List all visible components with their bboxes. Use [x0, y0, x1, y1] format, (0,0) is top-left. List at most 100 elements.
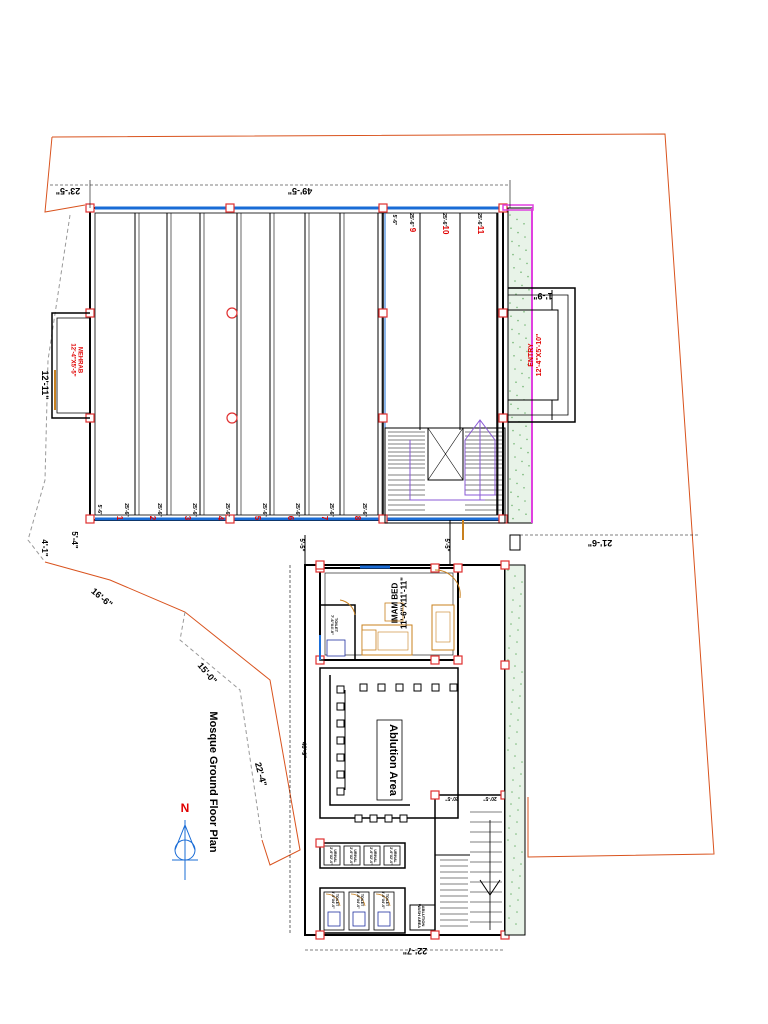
grass-dot — [509, 815, 511, 817]
urinal-label: URINAL2'-6"X2'-0" — [349, 847, 357, 865]
urinal-stall — [343, 845, 361, 866]
grass-dot — [516, 911, 518, 913]
door-swing — [339, 599, 356, 616]
grass-dot — [519, 875, 521, 877]
ablution-tap — [336, 770, 345, 779]
bay-number: 1 — [115, 516, 124, 521]
room-label-mehrab: MEHRAB12'-4"X5'-5" — [70, 343, 83, 376]
ablution-tap — [336, 753, 345, 762]
dimension-label: 22'-7" — [403, 946, 427, 956]
grass-dot — [516, 641, 518, 643]
grass-dot — [517, 319, 519, 322]
grass-dot — [515, 381, 517, 384]
column-marker — [378, 308, 388, 318]
grass-dot — [516, 218, 518, 221]
grass-dot — [514, 755, 516, 757]
room-label-entry: ENTRY12'-4"X5'-10" — [528, 334, 543, 377]
grass-dot — [518, 333, 520, 335]
grass-dot — [511, 504, 513, 507]
ablution-label-box — [376, 719, 403, 801]
grass-dot — [520, 359, 522, 362]
ablution-tap — [413, 683, 422, 692]
grass-dot — [514, 845, 516, 847]
grass-dot — [513, 587, 515, 589]
grass-dot — [516, 306, 518, 309]
grass-dot — [526, 438, 528, 441]
grass-dot — [514, 368, 516, 370]
grass-dot — [518, 245, 520, 247]
toilet-label: TOILET3'-0"X4'-0" — [356, 891, 364, 909]
grass-dot — [512, 253, 514, 256]
bay-spacing-label: 5'-6" — [96, 505, 102, 516]
grass-dot — [520, 271, 522, 274]
grass-dot — [512, 429, 514, 432]
dimension-label: 5'-5" — [298, 539, 304, 552]
column-marker — [85, 514, 95, 524]
stair-block — [384, 427, 506, 524]
prayer-hall-inner-wall — [94, 212, 499, 516]
grass-dot — [511, 416, 513, 419]
grass-dot — [518, 797, 520, 799]
grass-dot — [510, 403, 512, 406]
grass-dot — [512, 779, 514, 781]
grass-dot — [521, 284, 523, 287]
grass-dot — [520, 447, 522, 450]
grass-dot — [517, 629, 519, 631]
site-boundary — [44, 561, 301, 866]
grass-dot — [522, 385, 524, 388]
grass-dot — [516, 821, 518, 823]
dimension-label: 5'-4" — [70, 531, 79, 548]
toilet-label: TOILET3'-0"X4'-0" — [331, 891, 339, 909]
dimension-label: 12'-11" — [40, 371, 50, 400]
dimension-label: 4'-1" — [40, 539, 49, 556]
column-marker — [315, 560, 325, 570]
grass-dot — [519, 258, 521, 260]
bay-spacing-label: 25'-6" — [294, 503, 300, 517]
grass-dot — [508, 827, 510, 829]
grass-dot — [521, 761, 523, 763]
dimension-label: 46'-9" — [300, 742, 306, 758]
grass-dot — [510, 227, 512, 229]
grass-dot — [508, 737, 510, 739]
bay-number: 4 — [216, 516, 225, 521]
door-swing — [350, 893, 366, 907]
bay-number: 3 — [183, 516, 192, 521]
ablution-tap — [369, 814, 378, 823]
column-marker — [378, 514, 388, 524]
bay-spacing-label: 25'-6" — [361, 503, 367, 517]
grass-dot — [510, 803, 512, 805]
grass-dot — [517, 231, 519, 234]
grass-dot — [525, 337, 527, 340]
grass-dot — [518, 707, 520, 709]
grass-dot — [507, 749, 509, 751]
grass-dot — [516, 731, 518, 733]
grass-dot — [513, 355, 515, 357]
ablution-tap — [336, 685, 345, 694]
toilet-fixture — [327, 911, 341, 927]
grass-dot — [527, 275, 529, 278]
grass-dot — [512, 341, 514, 344]
bay-spacing-label: 25'-6" — [123, 503, 129, 517]
column-marker — [430, 930, 440, 940]
dimension-label: 21'-6" — [588, 538, 612, 548]
bed-pillow — [361, 629, 377, 651]
ablution-tap — [395, 683, 404, 692]
ablution-tap — [431, 683, 440, 692]
grass-dot — [519, 346, 521, 348]
grass-dot — [521, 372, 523, 375]
grass-dot — [517, 495, 519, 498]
grass-dot — [519, 785, 521, 787]
dimension-label: 1'-9" — [533, 291, 552, 301]
bay-number: 6 — [286, 516, 295, 521]
grass-dot — [521, 851, 523, 853]
column-marker — [315, 930, 325, 940]
grass-dot — [520, 683, 522, 685]
grass-dot — [528, 289, 530, 291]
grass-dot — [525, 425, 527, 428]
entry-porch-inner — [508, 294, 569, 416]
bay-spacing-label: 5'-6" — [391, 215, 397, 226]
dimension-label: 23'-5" — [56, 186, 80, 196]
grass-dot — [511, 881, 513, 883]
stair-cross — [427, 427, 464, 481]
